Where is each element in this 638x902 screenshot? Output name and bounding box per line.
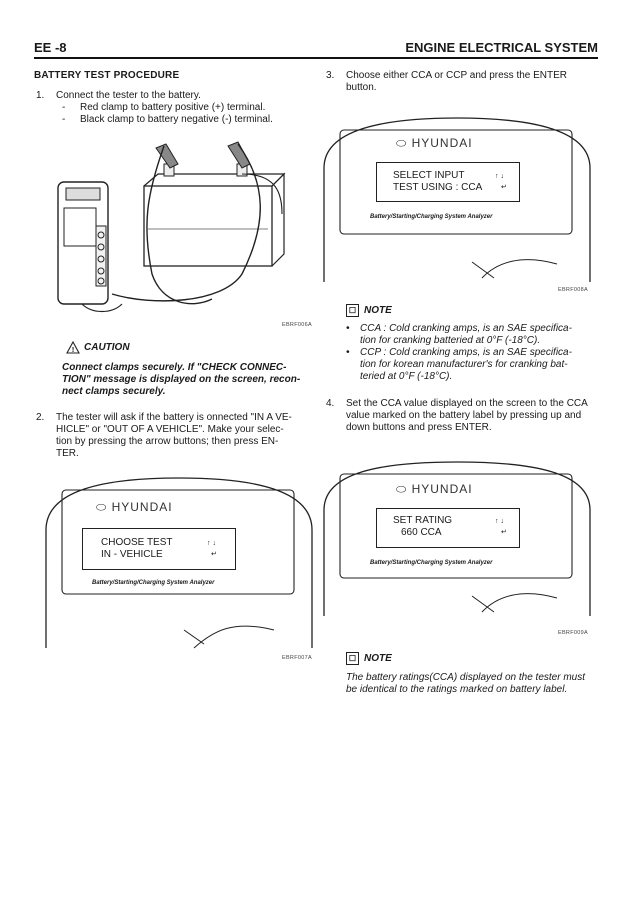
note-2-line-1: The battery ratings(CCA) displayed on th… [346,672,585,683]
battery-tester-illustration [57,141,286,313]
up-down-arrows-icon: ↑ ↓ [207,540,216,547]
step-2-line-3: tion by pressing the arrow buttons; then… [56,436,279,447]
analyzer-label: Battery/Starting/Charging System Analyze… [370,560,493,566]
step-4-line-3: down buttons and press ENTER. [346,422,492,433]
step-1-bullet-dash: - [62,102,66,113]
step-1-number: 1. [36,90,45,101]
caution-line-3: nect clamps securely. [62,386,166,397]
svg-text:!: ! [72,347,74,354]
step-3-number: 3. [326,70,335,81]
step-3-line-2: button. [346,82,377,93]
logo-text: HYUNDAI [411,136,473,150]
figure-1-caption: EBRF006A [282,322,312,328]
step-2-line-4: TER. [56,448,79,459]
step-4-line-1: Set the CCA value displayed on the scree… [346,398,588,409]
step-2-line-1: The tester will ask if the battery is on… [56,412,292,423]
logo-text: HYUNDAI [411,482,473,496]
logo-text: HYUNDAI [111,500,173,514]
step-1-bullet-dash: - [62,114,66,125]
enter-icon: ↵ [211,551,217,558]
note-1-label: NOTE [364,305,392,316]
note-icon: ☐ [346,652,359,665]
note-icon: ☐ [346,304,359,317]
tester-display: SET RATING 660 CCA ↑ ↓ ↵ [376,508,520,548]
page-number: EE -8 [34,40,67,55]
section-title: ENGINE ELECTRICAL SYSTEM [405,40,598,55]
note-1-ccp-line-1: CCP : Cold cranking amps, is an SAE spec… [360,347,572,358]
note-2-line-2: be identical to the ratings marked on ba… [346,684,568,695]
analyzer-label: Battery/Starting/Charging System Analyze… [370,214,493,220]
step-1-bullet-2: Black clamp to battery negative (-) term… [80,114,273,125]
note-1-ccp-line-3: teried at 0°F (-18°C). [360,371,453,382]
bullet-dot: • [346,323,350,334]
tester-outline-figure-2 [45,477,313,649]
display-line-1: CHOOSE TEST [101,537,173,548]
caution-label: CAUTION [84,342,130,353]
hyundai-logo-icon: ⬭ HYUNDAI [96,500,173,514]
hyundai-logo-icon: ⬭ HYUNDAI [396,482,473,496]
warning-triangle-icon: ! [66,341,80,354]
display-line-2: IN - VEHICLE [101,549,163,560]
enter-icon: ↵ [501,184,507,191]
display-line-1: SELECT INPUT [393,170,465,181]
display-line-1: SET RATING [393,515,453,526]
figure-3-caption: EBRF008A [558,287,588,293]
procedure-title: BATTERY TEST PROCEDURE [34,70,180,81]
note-1-cca-line-1: CCA : Cold cranking amps, is an SAE spec… [360,323,572,334]
display-line-2: 660 CCA [401,527,442,538]
caution-line-2: TION" message is displayed on the screen… [62,374,301,385]
tester-outline-figure-3 [323,117,591,282]
step-4-number: 4. [326,398,335,409]
tester-display: SELECT INPUT TEST USING : CCA ↑ ↓ ↵ [376,162,520,202]
step-1-text: Connect the tester to the battery. [56,90,201,101]
display-line-2: TEST USING : CCA [393,182,483,193]
figure-4-caption: EBRF009A [558,630,588,636]
enter-icon: ↵ [501,529,507,536]
caution-line-1: Connect clamps securely. If "CHECK CONNE… [62,362,287,373]
tester-outline-figure-4 [323,461,591,616]
header-rule [34,57,598,59]
step-2-line-2: HICLE" or "OUT OF A VEHICLE". Make your … [56,424,284,435]
bullet-dot: • [346,347,350,358]
step-1-bullet-1: Red clamp to battery positive (+) termin… [80,102,266,113]
analyzer-label: Battery/Starting/Charging System Analyze… [92,580,215,586]
up-down-arrows-icon: ↑ ↓ [495,173,504,180]
note-1-cca-line-2: tion for cranking batteried at 0°F (-18°… [360,335,541,346]
up-down-arrows-icon: ↑ ↓ [495,518,504,525]
step-3-line-1: Choose either CCA or CCP and press the E… [346,70,568,81]
note-1-ccp-line-2: tion for korean manufacturer's for crank… [360,359,568,370]
tester-display: CHOOSE TEST IN - VEHICLE ↑ ↓ ↵ [82,528,236,570]
note-2-label: NOTE [364,653,392,664]
figure-2-caption: EBRF007A [282,655,312,661]
step-4-line-2: value marked on the battery label by pre… [346,410,582,421]
step-2-number: 2. [36,412,45,423]
hyundai-logo-icon: ⬭ HYUNDAI [396,136,473,150]
